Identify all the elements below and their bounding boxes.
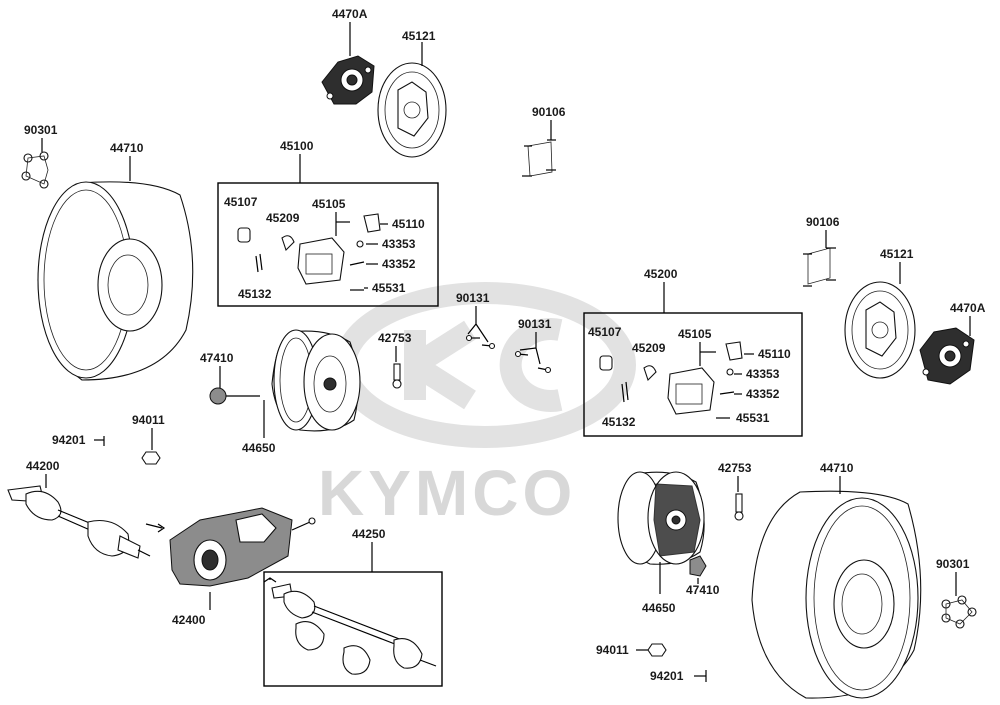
label-45107-right: 45107 [588,325,622,339]
label-42753-left: 42753 [378,331,412,345]
hub-top[interactable] [321,55,375,105]
wheel-nut-set-right[interactable] [941,595,977,629]
label-44710-left: 44710 [110,141,144,155]
drive-shaft-box [263,571,443,687]
hub-nut-right[interactable] [689,555,707,577]
label-45105-left: 45105 [312,197,346,211]
caliper-kit-box-right [583,312,803,437]
nut-94011-right[interactable] [647,643,667,657]
label-44200: 44200 [26,459,60,473]
label-90131-b: 90131 [518,317,552,331]
kymco-watermark: KYMCO [318,282,636,529]
front-differential[interactable] [169,507,316,587]
label-43353-left: 43353 [382,237,416,251]
bolt-90131-a[interactable] [465,334,496,350]
label-90131-a: 90131 [456,291,490,305]
label-90301-right: 90301 [936,557,970,571]
tire-right[interactable] [751,490,922,699]
hub-nut-left[interactable] [209,387,260,405]
label-45132-right: 45132 [602,415,636,429]
rear-drive-shaft[interactable] [271,583,437,675]
brake-disc-right[interactable] [844,281,916,379]
label-94201-right: 94201 [650,669,684,683]
stud-bolt-set-top[interactable] [522,139,556,177]
cotter-pin-right[interactable] [694,670,707,682]
label-90301-left: 90301 [24,123,58,137]
caliper-kit-left[interactable] [237,213,381,291]
label-42400: 42400 [172,613,206,627]
label-45121-right: 45121 [880,247,914,261]
label-45100: 45100 [280,139,314,153]
label-45105-right: 45105 [678,327,712,341]
label-45200: 45200 [644,267,678,281]
label-94011-left: 94011 [132,413,165,427]
label-44250: 44250 [352,527,386,541]
stud-bolt-set-right[interactable] [803,247,836,287]
label-90106-right: 90106 [806,215,840,229]
tire-left[interactable] [37,181,194,381]
label-45121-top: 45121 [402,29,436,43]
label-45209-left: 45209 [266,211,300,225]
label-43352-left: 43352 [382,257,416,271]
label-45107-left: 45107 [224,195,258,209]
label-90106-top: 90106 [532,105,566,119]
label-44710-right: 44710 [820,461,854,475]
caliper-kit-box-left [217,182,439,307]
label-45531-left: 45531 [372,281,406,295]
valve-stem-right[interactable] [734,493,744,521]
label-42753-right: 42753 [718,461,752,475]
wheel-nut-set-left[interactable] [21,151,49,189]
label-45110-right: 45110 [758,347,791,361]
wheel-rim-right[interactable] [617,471,705,565]
hub-right[interactable] [919,327,975,385]
cotter-pin-left[interactable] [94,436,105,446]
label-44650-left: 44650 [242,441,276,455]
label-94201-left: 94201 [52,433,86,447]
label-94011-right: 94011 [596,643,629,657]
label-45110-left: 45110 [392,217,425,231]
wheel-rim-left[interactable] [271,329,361,432]
watermark-text: KYMCO [318,457,576,529]
front-drive-shaft[interactable] [7,485,151,559]
label-4470A-right: 4470A [950,301,986,315]
label-45531-right: 45531 [736,411,770,425]
caliper-kit-right[interactable] [599,341,743,419]
bolt-90131-b[interactable] [514,350,552,374]
label-45132-left: 45132 [238,287,272,301]
label-43353-right: 43353 [746,367,780,381]
label-43352-right: 43352 [746,387,780,401]
label-47410-right: 47410 [686,583,720,597]
label-45209-right: 45209 [632,341,666,355]
label-47410-left: 47410 [200,351,234,365]
label-44650-right: 44650 [642,601,676,615]
valve-stem-left[interactable] [392,363,402,389]
label-4470A-top: 4470A [332,7,368,21]
brake-disc-top[interactable] [377,62,447,158]
nut-94011-left[interactable] [141,451,161,465]
